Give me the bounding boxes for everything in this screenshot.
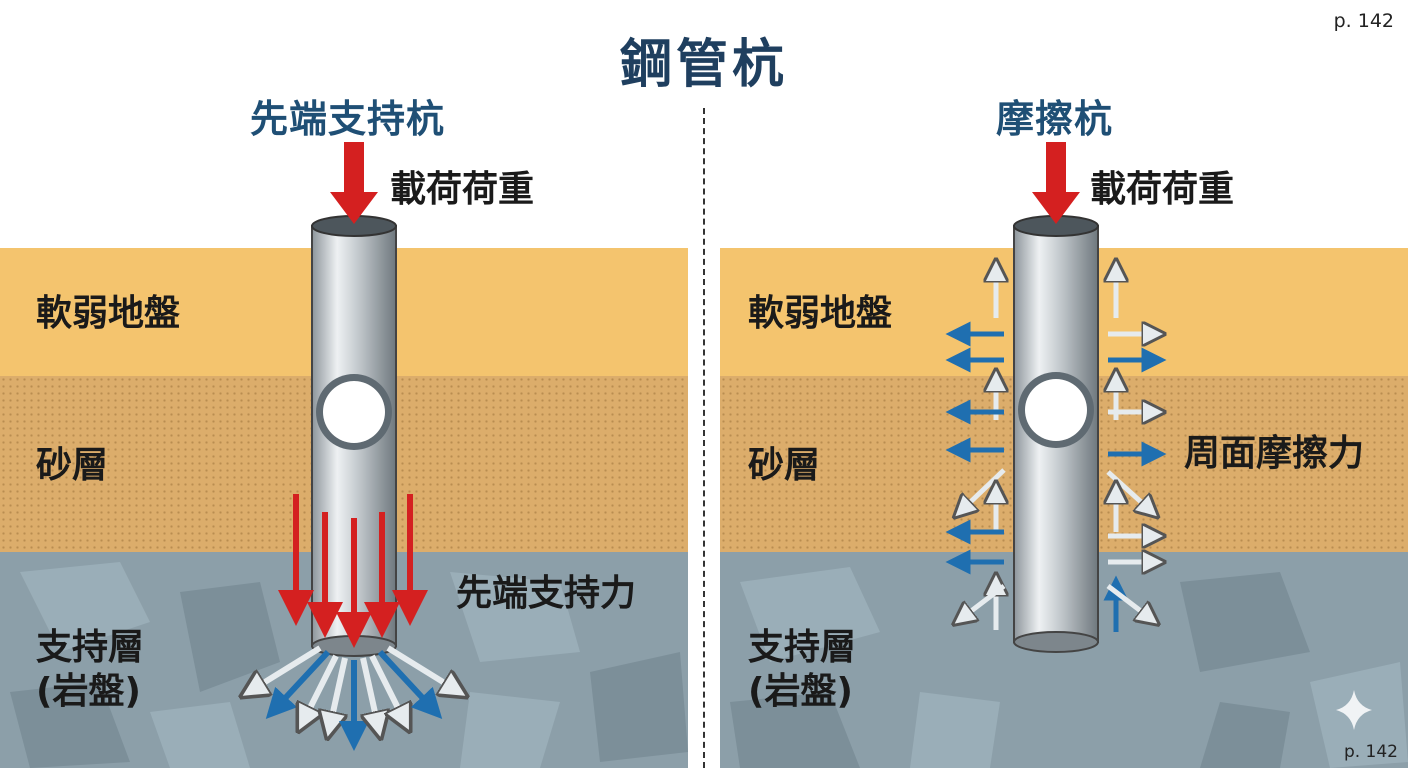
skin-friction-arrows-right (1103, 270, 1167, 632)
left-rock-label: (岩盤) (36, 671, 141, 712)
skin-friction-arrows-left (945, 270, 1004, 630)
left-load-label: 載荷荷重 (390, 169, 535, 210)
friction-pile-heading: 摩擦杭 (996, 97, 1114, 141)
end-bearing-pile-heading: 先端支持杭 (250, 97, 446, 141)
right-soft-soil-label: 軟弱地盤 (748, 293, 893, 334)
tip-reaction-arrows (252, 645, 456, 751)
left-load-arrow (330, 142, 378, 224)
left-sand-label: 砂層 (36, 445, 109, 486)
right-load-label: 載荷荷重 (1090, 169, 1235, 210)
right-sand-label: 砂層 (748, 445, 821, 486)
page-number-top: p. 142 (1333, 10, 1394, 32)
right-load-arrow (1032, 142, 1080, 224)
page-title: 鋼管杭 (619, 35, 788, 95)
sparkle-icon (1336, 690, 1372, 730)
end-bearing-force-label: 先端支持力 (456, 573, 637, 614)
friction-pile (1013, 215, 1099, 653)
end-bearing-load-arrows (278, 494, 428, 648)
skin-friction-force-label: 周面摩擦力 (1184, 433, 1365, 474)
left-soft-soil-label: 軟弱地盤 (36, 293, 181, 334)
left-bearing-layer-label: 支持層 (36, 627, 145, 668)
rock-texture (730, 567, 1408, 768)
rock-texture (10, 562, 688, 768)
right-rock-label: (岩盤) (748, 671, 853, 712)
page-number-bottom: p. 142 (1343, 742, 1398, 762)
right-bearing-layer-label: 支持層 (748, 627, 857, 668)
panel-divider (703, 108, 705, 768)
